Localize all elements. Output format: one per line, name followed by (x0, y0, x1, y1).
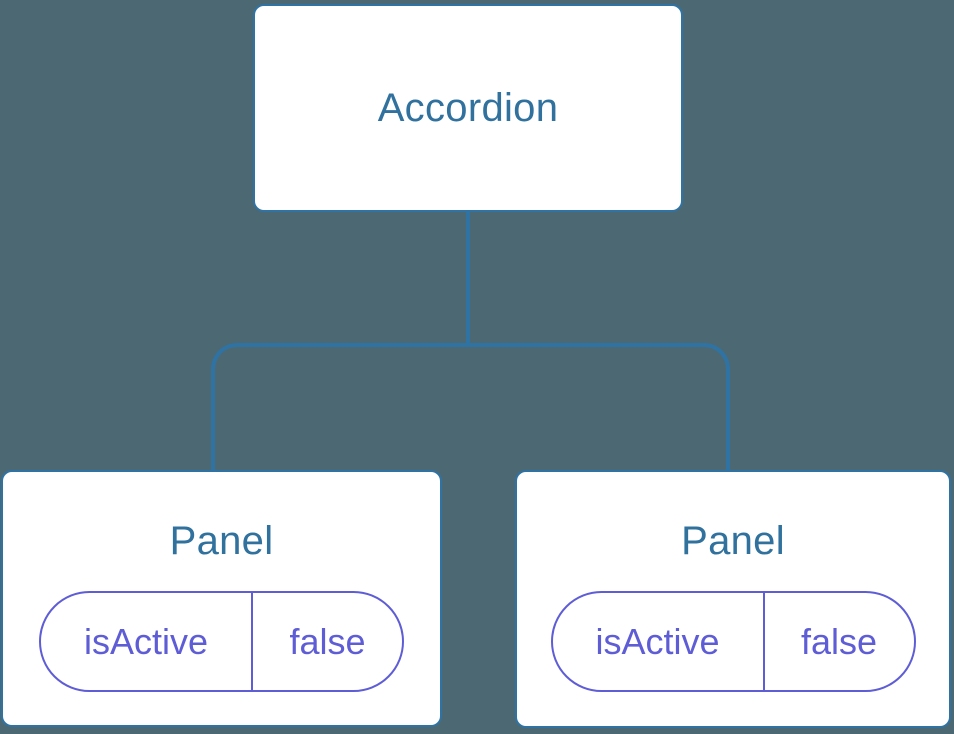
panel-node-label: Panel (681, 519, 785, 563)
state-pill: isActive false (550, 591, 916, 692)
state-pill: isActive false (39, 591, 404, 692)
state-value: false (800, 620, 878, 662)
state-key: isActive (553, 593, 765, 690)
branch-connector-bracket (211, 343, 730, 472)
root-connector-line (466, 211, 470, 345)
accordion-node: Accordion (253, 4, 683, 212)
panel-node-label: Panel (169, 519, 274, 563)
panel-node-left: Panel isActive false (1, 470, 442, 727)
state-key: isActive (41, 593, 253, 690)
panel-node-right: Panel isActive false (515, 470, 951, 728)
accordion-node-label: Accordion (377, 85, 559, 130)
state-value: false (289, 620, 366, 662)
